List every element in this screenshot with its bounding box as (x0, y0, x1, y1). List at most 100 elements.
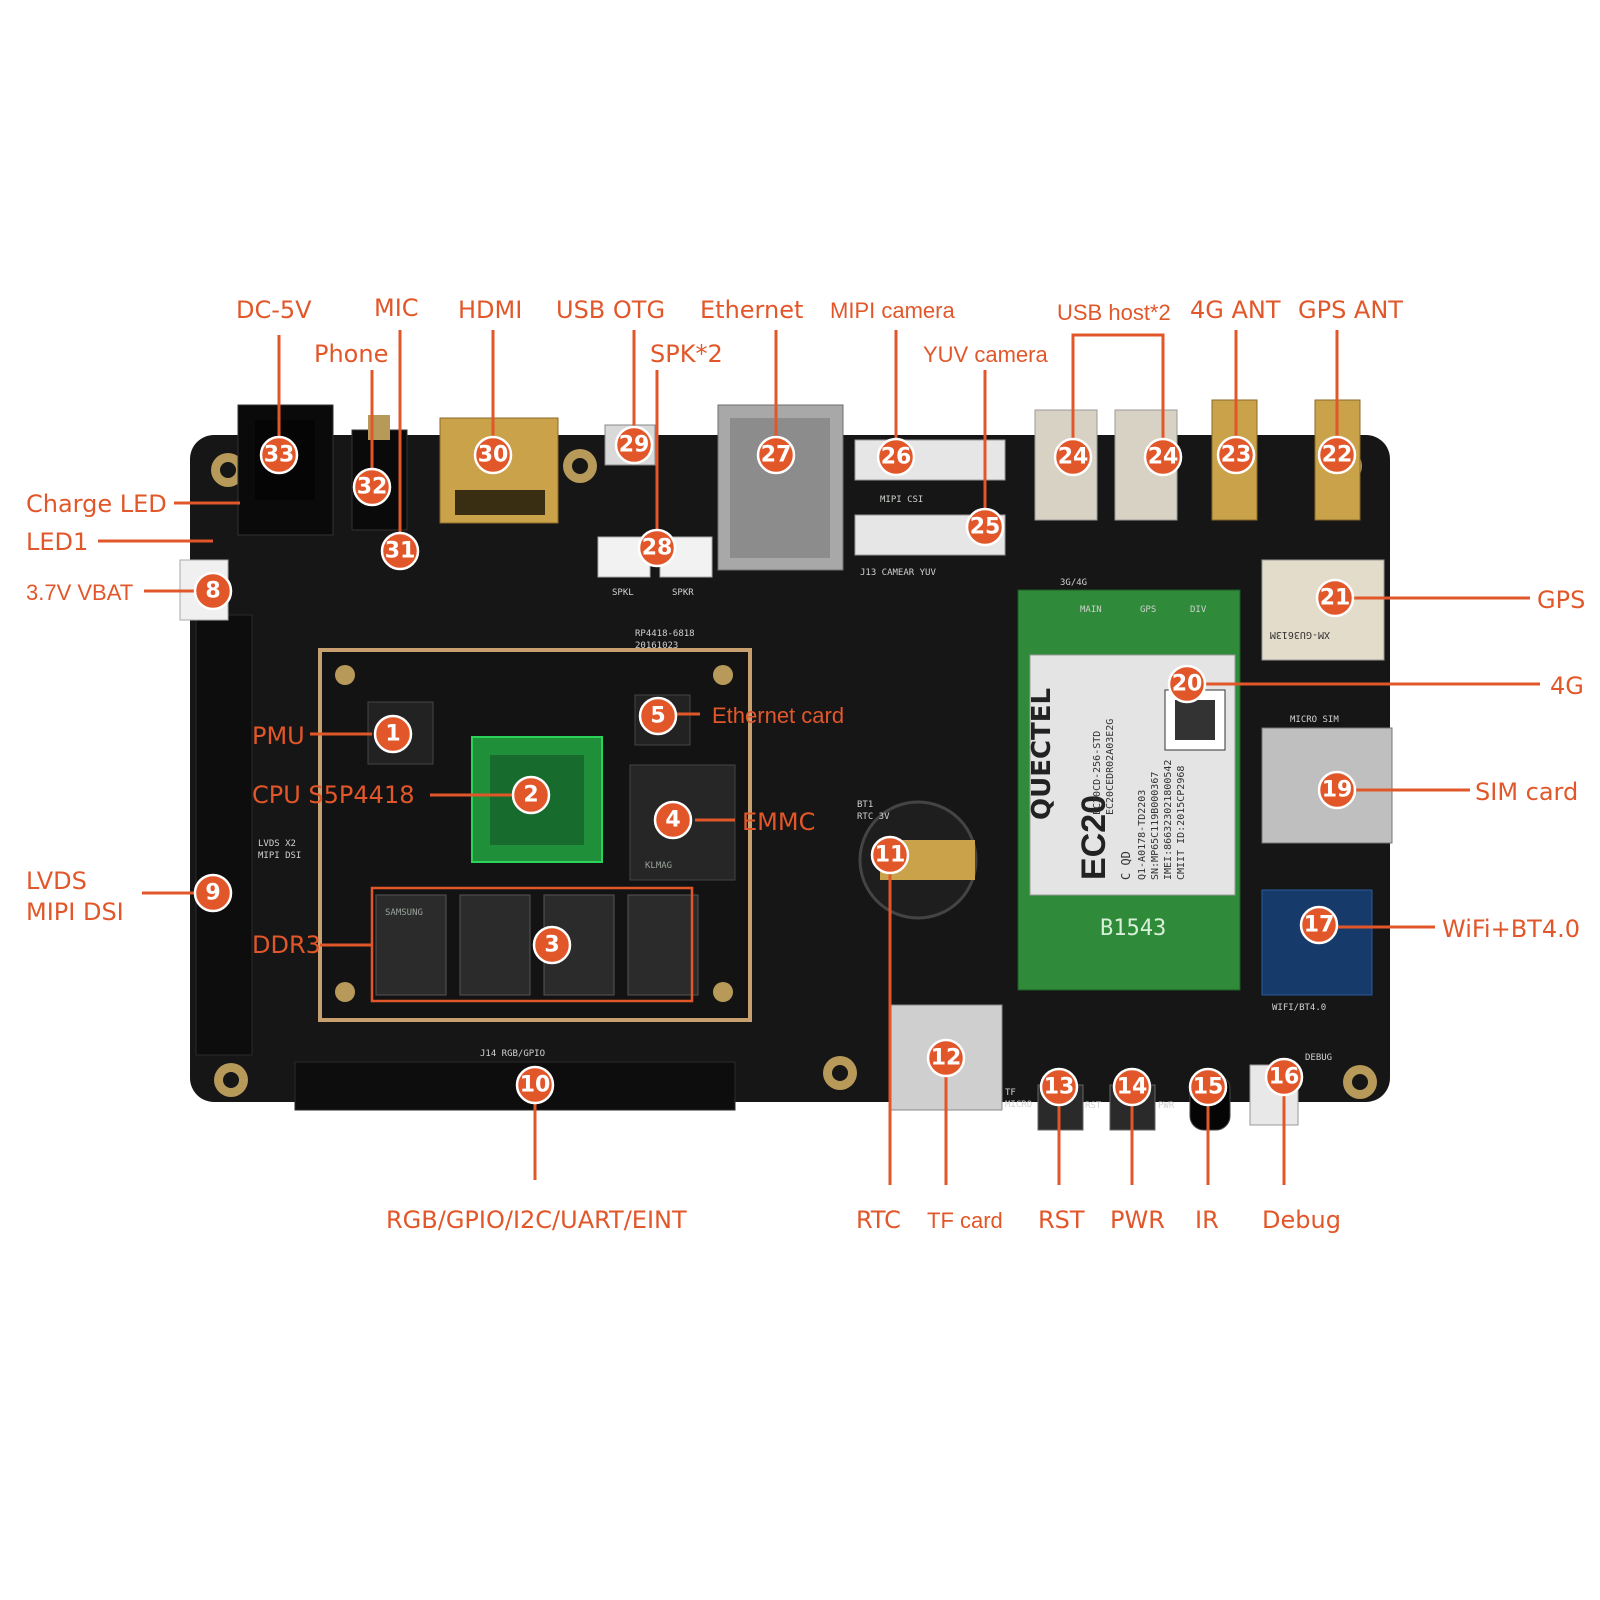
ec20-code-text: B1543 (1100, 916, 1166, 941)
silk-mipi-dsi: MIPI DSI (258, 851, 301, 861)
label-phone: Phone (314, 340, 388, 368)
svg-text:26: 26 (881, 445, 912, 470)
badge-15: 15 (1188, 1067, 1228, 1107)
ec20-cqd-text: C QD (1119, 851, 1133, 880)
badge-30: 30 (473, 435, 513, 475)
badge-14: 14 (1112, 1067, 1152, 1107)
silk-debug: DEBUG (1305, 1053, 1332, 1063)
label-gps-ant: GPS ANT (1298, 296, 1403, 324)
badge-28: 28 (637, 528, 677, 568)
badge-4: 4 (653, 800, 693, 840)
silk-camera-yuv: J13 CAMEAR YUV (860, 568, 936, 578)
silk-bt1: BT1 (857, 800, 873, 810)
svg-text:30: 30 (478, 443, 509, 468)
badge-22: 22 (1317, 435, 1357, 475)
ec20-text: EC20 (1075, 795, 1113, 880)
silk-board-id: RP4418-6818 (635, 629, 695, 639)
label-rtc: RTC (856, 1206, 901, 1234)
label-dc5v: DC-5V (236, 296, 312, 324)
ec20-line1: EC20CD-256-STD (1092, 731, 1103, 815)
badge-24-left: 24 (1053, 437, 1093, 477)
ec20-line4: SN:MP65C119B000367 (1150, 772, 1161, 880)
gps-chip-text: XM-GU3613M (1270, 629, 1330, 640)
label-emmc: EMMC (742, 808, 815, 836)
ec20-4g-module: QUECTEL EC20 C QD EC20CD-256-STD EC20CED… (1017, 578, 1241, 991)
label-ethernet-card: Ethernet card (712, 703, 844, 728)
badge-21: 21 (1315, 578, 1355, 618)
svg-text:8: 8 (205, 579, 220, 604)
label-4g: 4G (1550, 672, 1584, 700)
label-spk: SPK*2 (650, 340, 723, 368)
badge-23: 23 (1216, 435, 1256, 475)
label-gps: GPS (1537, 586, 1585, 614)
svg-text:13: 13 (1044, 1075, 1075, 1100)
badge-13: 13 (1039, 1067, 1079, 1107)
ec20-line5: IMEI:866323021800542 (1163, 760, 1174, 880)
silk-board-date: 20161023 (635, 641, 678, 651)
badge-10: 10 (515, 1065, 555, 1105)
label-mipi-camera: MIPI camera (830, 298, 955, 323)
badge-3: 3 (532, 925, 572, 965)
badge-31: 31 (380, 531, 420, 571)
core-module: KLMAG SAMSUNG (318, 648, 752, 1022)
silk-wifi: WIFI/BT4.0 (1272, 1003, 1326, 1013)
silk-pwr: PWR (1158, 1101, 1175, 1111)
silk-rtc: RTC 3V (857, 812, 890, 822)
ec20-line3: Q1-A0178-TD2203 (1137, 790, 1148, 880)
svg-text:11: 11 (875, 843, 906, 868)
svg-text:17: 17 (1304, 913, 1335, 938)
svg-text:24: 24 (1058, 445, 1089, 470)
badge-11: 11 (870, 835, 910, 875)
badge-24-right: 24 (1143, 437, 1183, 477)
silk-micro-sim: MICRO SIM (1290, 715, 1339, 725)
silk-spkl: SPKL (612, 588, 634, 598)
silk-tf: TF (1005, 1088, 1016, 1098)
badge-1: 1 (373, 714, 413, 754)
label-mic: MIC (374, 294, 419, 322)
label-charge-led: Charge LED (26, 490, 167, 518)
label-hdmi: HDMI (458, 296, 522, 324)
badge-29: 29 (614, 425, 654, 465)
number-badges: 1 2 3 4 5 8 9 10 11 12 13 14 15 16 17 19… (193, 425, 1357, 1107)
callout-labels: DC-5V MIC Phone HDMI USB OTG SPK*2 Ether… (26, 294, 1585, 1234)
svg-text:12: 12 (931, 1046, 962, 1071)
ec20-line2: EC20CEDR02A03E2G (1105, 719, 1116, 815)
emmc-chip-text: KLMAG (645, 861, 672, 871)
svg-text:28: 28 (642, 536, 673, 561)
label-ddr3: DDR3 (252, 931, 321, 959)
label-sim: SIM card (1475, 778, 1578, 806)
label-4g-ant: 4G ANT (1190, 296, 1281, 324)
svg-text:16: 16 (1269, 1065, 1300, 1090)
svg-text:10: 10 (520, 1073, 551, 1098)
badge-19: 19 (1317, 770, 1357, 810)
silk-mipi-csi: MIPI CSI (880, 495, 923, 505)
svg-text:2: 2 (523, 783, 538, 808)
label-ir: IR (1195, 1206, 1219, 1234)
badge-17: 17 (1299, 905, 1339, 945)
quectel-logo-text: QUECTEL (1027, 688, 1057, 820)
silk-gps-small: GPS (1140, 605, 1156, 615)
badge-16: 16 (1264, 1057, 1304, 1097)
badge-25: 25 (965, 507, 1005, 547)
label-rgb-gpio: RGB/GPIO/I2C/UART/EINT (386, 1206, 687, 1234)
badge-9: 9 (193, 873, 233, 913)
silk-3g4g: 3G/4G (1060, 578, 1087, 588)
label-lvds: LVDS (26, 867, 87, 895)
ethernet-rj45 (717, 404, 844, 571)
label-rst: RST (1038, 1206, 1085, 1234)
badge-8: 8 (193, 571, 233, 611)
badge-2: 2 (511, 775, 551, 815)
ddr-chip-text: SAMSUNG (385, 908, 423, 918)
silk-micro: MICRO (1005, 1100, 1032, 1110)
silk-main: MAIN (1080, 605, 1102, 615)
label-wifi: WiFi+BT4.0 (1442, 915, 1580, 943)
svg-text:33: 33 (264, 443, 295, 468)
svg-text:23: 23 (1221, 443, 1252, 468)
label-tf: TF card (927, 1208, 1003, 1233)
label-led1: LED1 (26, 528, 88, 556)
badge-27: 27 (756, 435, 796, 475)
svg-text:20: 20 (1172, 672, 1203, 697)
svg-text:22: 22 (1322, 443, 1353, 468)
svg-text:14: 14 (1117, 1075, 1148, 1100)
label-cpu: CPU S5P4418 (252, 781, 414, 809)
